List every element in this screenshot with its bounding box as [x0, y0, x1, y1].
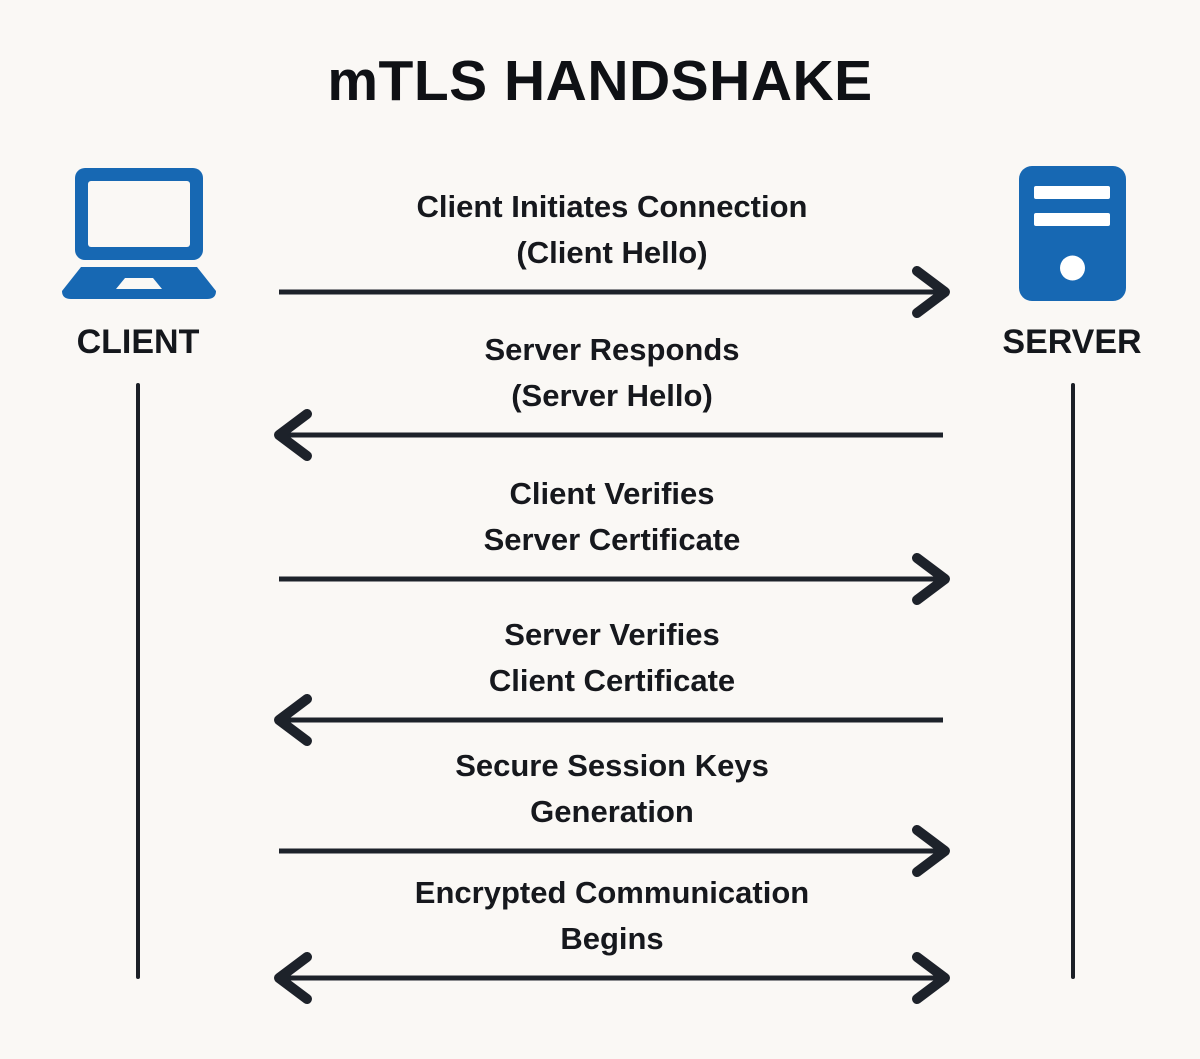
message-row-server-verifies: Server Verifies Client Certificate	[272, 612, 952, 752]
message-label: Client Initiates Connection (Client Hell…	[272, 184, 952, 276]
message-line1: Encrypted Communication	[414, 875, 810, 910]
message-line2: Begins	[560, 921, 664, 956]
client-lifeline	[136, 383, 140, 979]
message-line2: Client Certificate	[488, 663, 736, 698]
message-line2: Server Certificate	[483, 522, 741, 557]
client-label: CLIENT	[76, 323, 200, 361]
message-line2: (Client Hello)	[516, 235, 708, 270]
message-label: Secure Session Keys Generation	[272, 743, 952, 835]
server-tower-icon	[962, 163, 1182, 301]
message-line1: Client Initiates Connection	[416, 189, 808, 224]
message-arrow	[279, 553, 950, 605]
message-label: Client Verifies Server Certificate	[272, 471, 952, 563]
diagram-title: mTLS HANDSHAKE	[327, 49, 873, 113]
server-lifeline	[1071, 383, 1075, 979]
laptop-icon	[28, 163, 248, 301]
message-line1: Client Verifies	[509, 476, 715, 511]
message-row-encrypted-communication: Encrypted Communication Begins	[272, 870, 952, 1010]
message-row-server-hello: Server Responds (Server Hello)	[272, 327, 952, 467]
message-line1: Server Verifies	[504, 617, 720, 652]
server-label: SERVER	[1002, 323, 1142, 361]
client-actor: CLIENT	[28, 163, 248, 362]
message-row-session-keys: Secure Session Keys Generation	[272, 743, 952, 883]
message-row-client-hello: Client Initiates Connection (Client Hell…	[272, 184, 952, 324]
message-label: Encrypted Communication Begins	[272, 870, 952, 962]
message-line2: Generation	[530, 794, 694, 829]
message-line2: (Server Hello)	[511, 378, 713, 413]
message-arrow	[274, 952, 950, 1004]
message-arrow	[279, 266, 950, 318]
message-row-client-verifies: Client Verifies Server Certificate	[272, 471, 952, 611]
message-arrow	[274, 694, 943, 746]
message-label: Server Responds (Server Hello)	[272, 327, 952, 419]
message-arrow	[274, 409, 943, 461]
server-actor: SERVER	[962, 163, 1182, 362]
message-label: Server Verifies Client Certificate	[272, 612, 952, 704]
message-line1: Secure Session Keys	[455, 748, 769, 783]
message-arrow	[279, 825, 950, 877]
message-line1: Server Responds	[484, 332, 740, 367]
